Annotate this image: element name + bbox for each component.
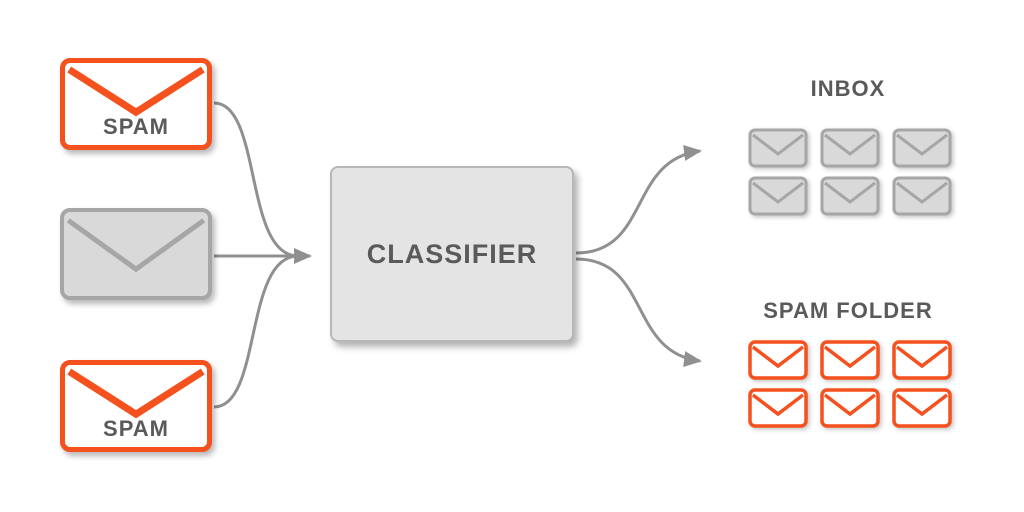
connector-to-inbox	[575, 145, 702, 255]
input-envelope-spam-2: SPAM	[60, 360, 212, 452]
envelope-flap-icon	[64, 212, 208, 296]
connector-to-spam-folder	[575, 257, 702, 367]
envelope-flap-icon	[65, 63, 207, 145]
classifier-label: CLASSIFIER	[366, 238, 538, 269]
spam-folder-envelope-grid	[748, 340, 952, 428]
spam-folder-title: SPAM FOLDER	[763, 298, 933, 323]
envelope-icon	[892, 176, 952, 216]
envelope-icon	[748, 176, 808, 216]
spam-label: SPAM	[103, 416, 169, 441]
envelope-icon	[748, 128, 808, 168]
spam-envelope-icon	[892, 388, 952, 428]
spam-envelope-icon	[748, 388, 808, 428]
connector-input-top	[213, 101, 299, 258]
envelope-icon	[820, 176, 880, 216]
spam-envelope-icon	[892, 340, 952, 380]
spam-envelope-icon	[748, 340, 808, 380]
envelope-icon	[892, 128, 952, 168]
spam-envelope-icon	[820, 340, 880, 380]
envelope-icon	[820, 128, 880, 168]
input-envelope-spam-1: SPAM	[60, 58, 212, 150]
inbox-envelope-grid	[748, 128, 952, 216]
inbox-title: INBOX	[810, 76, 886, 101]
envelope-flap-icon	[65, 365, 207, 447]
spam-envelope-icon	[820, 388, 880, 428]
input-envelope-normal	[60, 208, 212, 300]
connector-input-bottom	[213, 254, 299, 409]
spam-label: SPAM	[103, 114, 169, 139]
classifier-box: CLASSIFIER	[330, 166, 574, 342]
